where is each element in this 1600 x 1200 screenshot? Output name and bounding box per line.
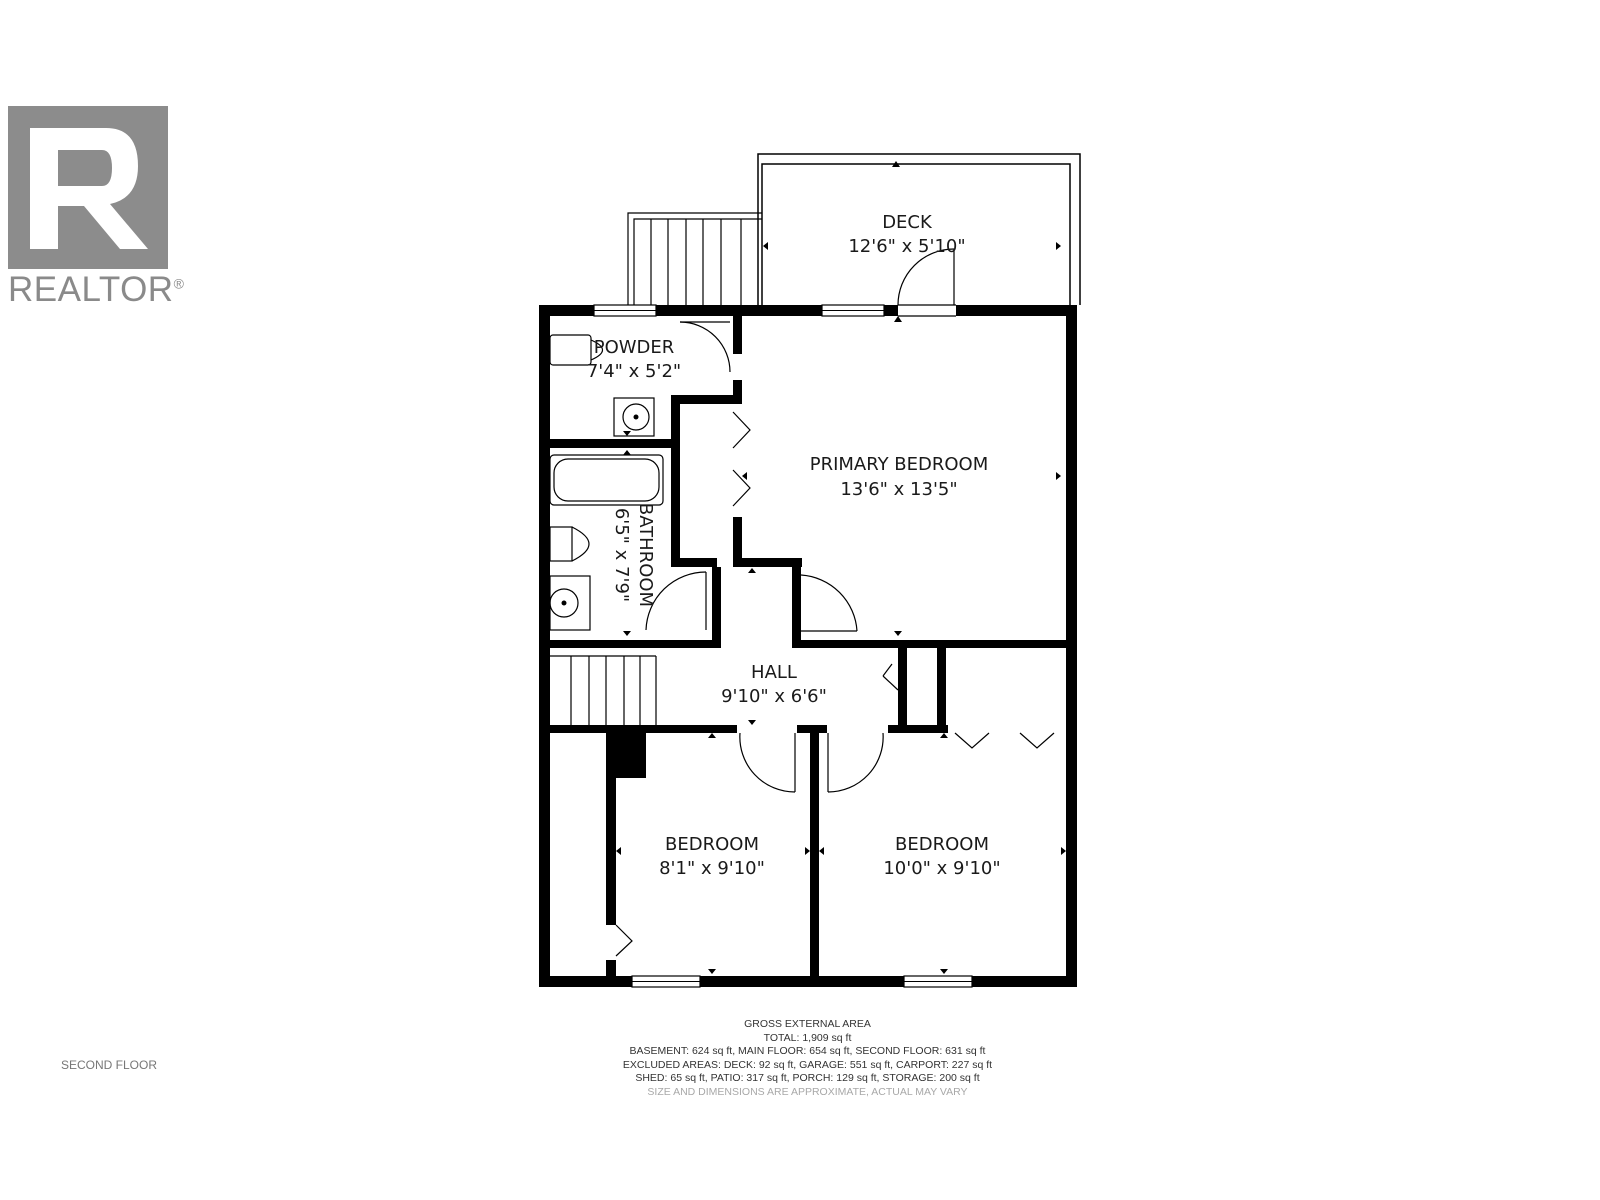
realtor-logo-text: REALTOR® [8,270,185,309]
hall-name: HALL [751,662,797,683]
primary-bedroom-name: PRIMARY BEDROOM [810,454,989,475]
bedroom-2-dims: 10'0" x 9'10" [883,858,1000,879]
bathroom-fixtures [549,334,664,631]
floor-name: SECOND FLOOR [61,1058,158,1072]
deck-outline [757,153,1081,305]
bathroom-name: BATHROOM [635,503,656,607]
area-disclaimer: SIZE AND DIMENSIONS ARE APPROXIMATE, ACT… [647,1085,968,1098]
bathroom-dims: 6'5" x 7'9" [611,508,632,602]
bedroom-1-dims: 8'1" x 9'10" [659,858,765,879]
powder-dims: 7'4" x 5'2" [587,361,681,382]
dimension-markers [616,161,1066,974]
primary-bedroom-dims: 13'6" x 13'5" [840,479,957,500]
deck-dims: 12'6" x 5'10" [848,236,965,257]
bedroom-2-name: BEDROOM [895,834,989,855]
area-excluded-1: EXCLUDED AREAS: DECK: 92 sq ft, GARAGE: … [622,1058,993,1071]
powder-name: POWDER [594,337,675,358]
walls [539,305,1077,987]
area-heading: GROSS EXTERNAL AREA [744,1018,871,1030]
realtor-r-icon [8,106,168,269]
area-excluded-2: SHED: 65 sq ft, PATIO: 317 sq ft, PORCH:… [635,1072,980,1085]
deck-name: DECK [882,212,933,233]
interior-stairs [550,655,657,725]
area-floors: BASEMENT: 624 sq ft, MAIN FLOOR: 654 sq … [629,1045,986,1058]
area-total: TOTAL: 1,909 sq ft [763,1031,852,1044]
bedroom-1-name: BEDROOM [665,834,759,855]
deck-stairs [627,212,762,305]
area-summary: GROSS EXTERNAL AREA TOTAL: 1,909 sq ft B… [560,1018,1055,1100]
doors [615,248,1055,957]
hall-dims: 9'10" x 6'6" [721,686,827,707]
